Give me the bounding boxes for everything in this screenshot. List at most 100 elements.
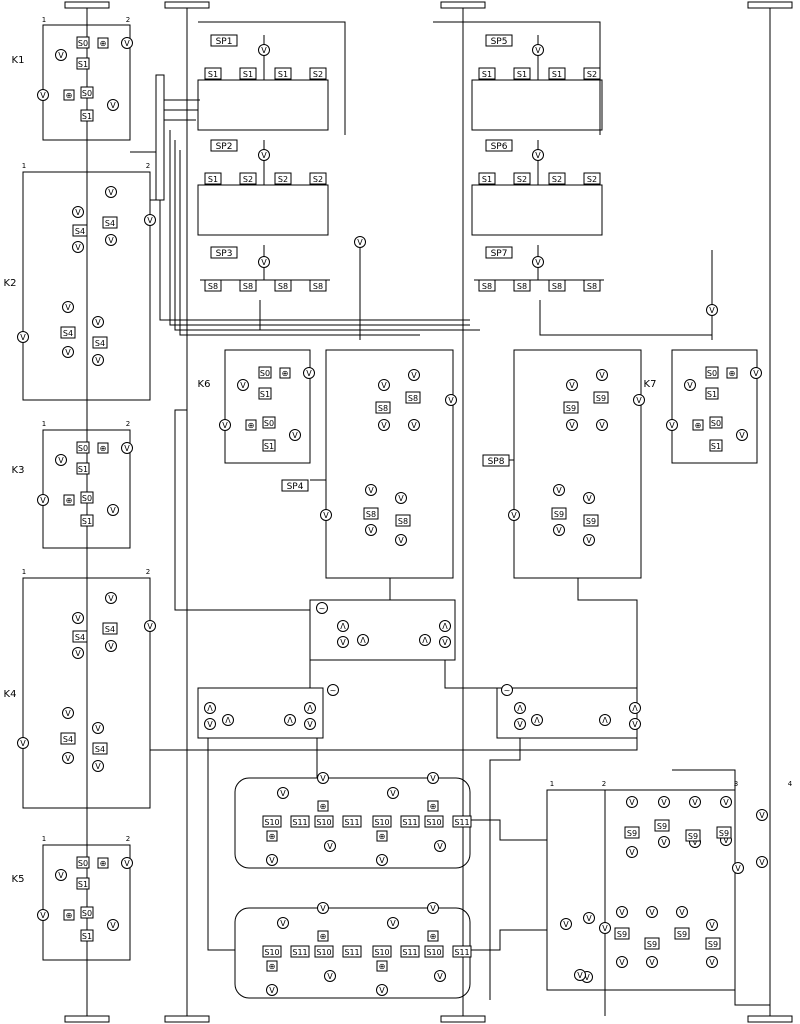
or-symbol: V xyxy=(430,774,436,783)
or-symbol: V xyxy=(535,46,541,55)
or-gate: V xyxy=(354,236,366,248)
or-gate: V xyxy=(732,862,744,874)
block-s1: S1 xyxy=(513,67,531,80)
and-symbol: Λ xyxy=(207,704,213,713)
or-gate: V xyxy=(107,919,119,931)
block-s0: S0 xyxy=(80,906,94,919)
block-s9: S9 xyxy=(593,391,609,404)
or-symbol: V xyxy=(40,496,46,505)
or-symbol: V xyxy=(586,914,592,923)
function-blocks: S0S1S0S1S0S1S0S1S0S1S0S1S0S1S0S1S0S1S0S1… xyxy=(60,36,732,958)
or-symbol: V xyxy=(379,856,385,865)
or-gate: V xyxy=(378,419,390,431)
or-symbol: V xyxy=(411,421,417,430)
or-symbol: V xyxy=(437,972,443,981)
or-symbol: V xyxy=(327,842,333,851)
pos-symbol: ⊕ xyxy=(430,932,437,941)
block-s4: S4 xyxy=(72,224,88,237)
or-gate: V xyxy=(107,504,119,516)
pin-number: 2 xyxy=(126,835,130,843)
block-label: S9 xyxy=(719,829,729,838)
or-gate: V xyxy=(303,367,315,379)
block-label: S11 xyxy=(344,818,359,827)
or-symbol: V xyxy=(95,356,101,365)
or-gate: V xyxy=(427,902,439,914)
or-symbol: V xyxy=(58,456,64,465)
or-gate: V xyxy=(583,492,595,504)
block-s1: S1 xyxy=(478,172,496,185)
or-gate: V xyxy=(204,718,216,730)
or-gate: V xyxy=(633,394,645,406)
block-label: S1 xyxy=(78,880,88,889)
or-gate: V xyxy=(566,419,578,431)
block-label: S1 xyxy=(552,70,562,79)
block-label: S8 xyxy=(482,282,492,291)
or-gate: V xyxy=(616,906,628,918)
block-s10: S10 xyxy=(424,945,444,958)
or-gate: V xyxy=(508,509,520,521)
and-symbol: Λ xyxy=(225,716,231,725)
block-s10: S10 xyxy=(372,945,392,958)
block-s2: S2 xyxy=(548,172,566,185)
or-symbol: V xyxy=(108,594,114,603)
or-gate: V xyxy=(55,49,67,61)
sp-text: SP1 xyxy=(216,37,233,47)
or-gate: V xyxy=(324,840,336,852)
summing-junction: ⊕ xyxy=(376,830,388,842)
or-symbol: V xyxy=(147,216,153,225)
k6-label: K6 xyxy=(198,379,211,390)
block-label: S2 xyxy=(587,70,597,79)
pos-symbol: ⊕ xyxy=(379,962,386,971)
or-gate: V xyxy=(92,722,104,734)
or-symbol: V xyxy=(629,848,635,857)
block-s8: S8 xyxy=(548,279,566,292)
block-s9: S9 xyxy=(716,826,732,839)
or-symbol: V xyxy=(327,972,333,981)
or-symbol: V xyxy=(222,421,228,430)
or-symbol: V xyxy=(58,51,64,60)
block-s8: S8 xyxy=(395,514,411,527)
generator-symbol: ~ xyxy=(316,602,328,614)
or-gate: V xyxy=(439,636,451,648)
or-symbol: V xyxy=(95,318,101,327)
or-symbol: V xyxy=(411,371,417,380)
block-s11: S11 xyxy=(342,945,362,958)
or-gate: V xyxy=(62,346,74,358)
block-label: S1 xyxy=(264,442,274,451)
block-label: S10 xyxy=(264,948,279,957)
or-symbol: V xyxy=(569,381,575,390)
or-symbol: V xyxy=(586,494,592,503)
pos-symbol: ⊕ xyxy=(379,832,386,841)
block-label: S9 xyxy=(617,930,627,939)
block-s2: S2 xyxy=(583,67,601,80)
or-gate: V xyxy=(320,509,332,521)
or-symbol: V xyxy=(280,789,286,798)
block-label: S11 xyxy=(402,948,417,957)
block-s1: S1 xyxy=(204,172,222,185)
or-gate: V xyxy=(365,524,377,536)
sp7-label: SP7 xyxy=(485,246,513,259)
sp5-label: SP5 xyxy=(485,34,513,47)
or-gate: V xyxy=(514,718,526,730)
block-s10: S10 xyxy=(424,815,444,828)
or-gate: V xyxy=(258,256,270,268)
block-label: S1 xyxy=(278,70,288,79)
or-gate: V xyxy=(387,917,399,929)
or-gate: V xyxy=(626,796,638,808)
or-gate: V xyxy=(105,186,117,198)
block-label: S1 xyxy=(482,175,492,184)
pos-symbol: ⊕ xyxy=(695,421,702,430)
or-symbol: V xyxy=(381,381,387,390)
block-s4: S4 xyxy=(60,326,76,339)
block-label: S8 xyxy=(278,282,288,291)
and-symbol: Λ xyxy=(632,704,638,713)
or-symbol: V xyxy=(75,649,81,658)
or-symbol: V xyxy=(95,762,101,771)
or-symbol: V xyxy=(65,303,71,312)
block-label: S2 xyxy=(552,175,562,184)
block-label: S2 xyxy=(243,175,253,184)
block-s9: S9 xyxy=(685,829,701,842)
or-gate: V xyxy=(144,214,156,226)
or-gate: V xyxy=(72,206,84,218)
or-symbol: V xyxy=(584,973,590,982)
